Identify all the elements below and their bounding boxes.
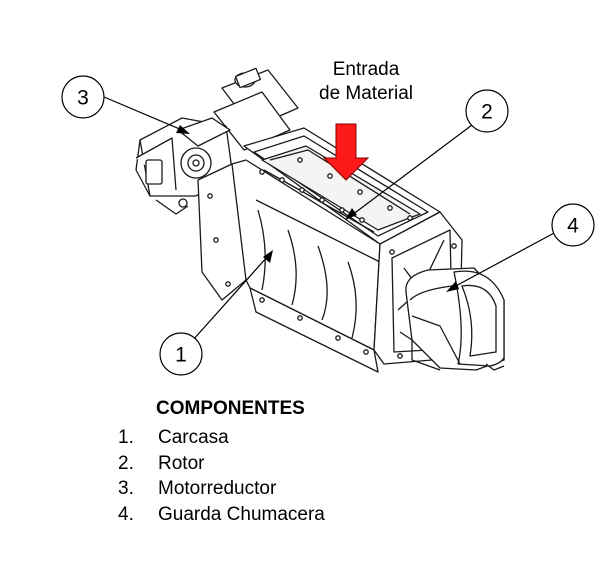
- leader-lines: [103, 96, 557, 341]
- component-number: 1.: [118, 427, 134, 448]
- component-label: Carcasa: [158, 427, 229, 448]
- arrowhead-3: [176, 125, 190, 134]
- bolts: [207, 157, 457, 359]
- svg-text:2: 2: [481, 101, 493, 124]
- component-item: 1. Carcasa: [118, 425, 325, 451]
- housing: [197, 127, 463, 373]
- leader-line-3: [103, 96, 183, 131]
- component-number: 4.: [118, 503, 134, 525]
- callout-3: 3: [61, 75, 105, 119]
- component-number: 3.: [118, 478, 134, 499]
- component-item: 3. Motorreductor: [118, 476, 325, 502]
- annotation-line2: de Material: [319, 83, 413, 104]
- component-label: Guarda Chumacera: [158, 503, 325, 525]
- annotation-line1: Entrada: [333, 59, 400, 80]
- svg-text:4: 4: [567, 215, 579, 238]
- component-item: 4. Guarda Chumacera: [118, 502, 325, 528]
- component-number: 2.: [118, 452, 134, 474]
- component-item: 2. Rotor: [118, 451, 325, 477]
- svg-text:1: 1: [175, 344, 187, 367]
- bearing-guard: [399, 267, 505, 371]
- components-list: 1. Carcasa 2. Rotor 3. Motorreductor 4. Guar…: [118, 425, 325, 527]
- machine-drawing: [135, 67, 505, 373]
- leader-line-1: [192, 255, 269, 341]
- material-inlet-arrow: [322, 123, 370, 181]
- svg-text:3: 3: [77, 87, 89, 110]
- callout-4: 4: [551, 203, 595, 247]
- leader-arrowheads: [176, 125, 459, 292]
- callout-2: 2: [465, 89, 509, 133]
- arrowhead-4: [446, 281, 459, 292]
- arrowhead-1: [263, 250, 273, 263]
- motor: [213, 67, 299, 151]
- component-label: Rotor: [158, 452, 205, 474]
- components-title: COMPONENTES: [156, 398, 305, 419]
- leader-line-4: [451, 231, 557, 289]
- callout-1: 1: [159, 332, 203, 376]
- component-label: Motorreductor: [158, 478, 277, 499]
- arrowhead-2: [345, 208, 357, 220]
- leader-line-2: [351, 124, 473, 216]
